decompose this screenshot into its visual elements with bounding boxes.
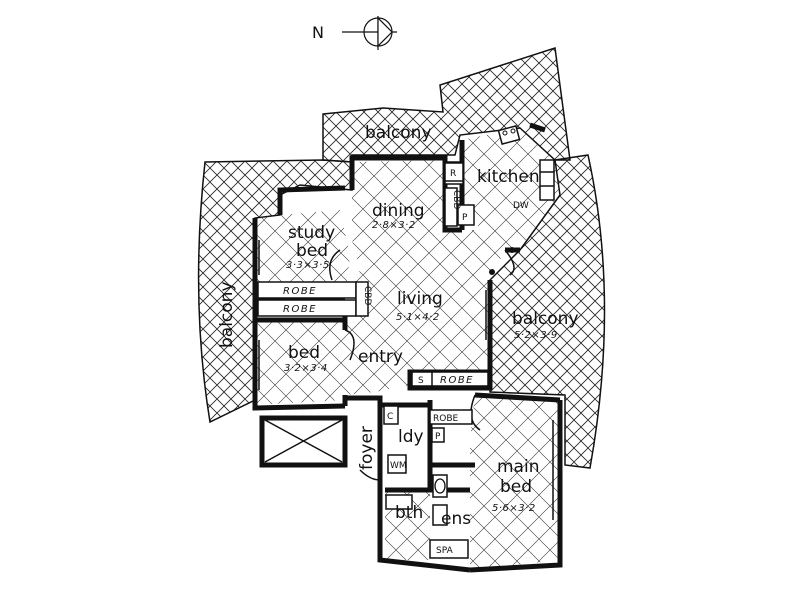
spa-box [429, 539, 469, 559]
ldy-label: ldy [398, 427, 424, 447]
cbd-study-box [355, 281, 369, 317]
balcony-right-area [489, 154, 606, 469]
robe-main-label: ROBE [433, 414, 459, 424]
wall-study [252, 185, 346, 411]
p-box-label: P [435, 432, 441, 442]
dining-label: dining [372, 201, 425, 221]
garage-cross [264, 419, 343, 463]
door-balcony [504, 249, 515, 276]
c-box-label: C [387, 412, 393, 422]
wm-label: WM [390, 461, 407, 471]
c-box [383, 405, 399, 425]
kitchen-bench-side [539, 159, 555, 201]
door-bed [344, 329, 355, 361]
cbd-left-label: CBD [451, 190, 461, 209]
p-box [431, 427, 445, 443]
dining-dims: 2·8×3·2 [372, 220, 416, 231]
ensuite-label: ens [441, 509, 471, 529]
pantry-box [457, 204, 475, 226]
cbd-study-label: CBD [362, 286, 372, 305]
study-dims: 3·3×3·5 [286, 260, 330, 271]
balcony-left-label: balcony [217, 281, 237, 348]
compass-label: N [312, 23, 324, 42]
stove-burner-1 [502, 130, 508, 136]
main-bed-dims: 5·6×3·2 [492, 503, 536, 514]
door-study [329, 249, 341, 281]
study-tiles [255, 210, 350, 300]
bed-tiles [255, 320, 345, 405]
ensuite-basin [434, 478, 446, 494]
wall-garage [259, 415, 348, 468]
robe-main-box [429, 409, 473, 425]
robe-living-label: ROBE [440, 375, 474, 386]
door-entry [359, 469, 381, 481]
bed-label: bed [288, 343, 320, 363]
living-dims: 5·1×4·2 [396, 312, 440, 323]
stove-burner-2 [510, 128, 516, 134]
robe-lower-label: ROBE [283, 304, 317, 315]
bath-label: bth [395, 503, 423, 523]
living-label: living [397, 289, 443, 309]
balcony-right-dims: 5·2×3·9 [514, 330, 558, 341]
kitchen-tiles [462, 128, 560, 250]
kitchen-label: kitchen [477, 167, 540, 187]
foyer-label: foyer [357, 426, 377, 470]
balcony-right-label: balcony [512, 309, 579, 329]
fridge-label: R [450, 169, 456, 179]
spa-label: SPA [436, 546, 454, 556]
door-pivot-1 [509, 247, 515, 253]
fridge-box [444, 162, 464, 182]
bath-bench [385, 494, 413, 510]
study-label: study [288, 223, 335, 243]
living-tiles [345, 160, 505, 395]
shower-box [432, 504, 448, 526]
main-bed-label-2: bed [500, 477, 532, 497]
bed-dims: 3·2×3·4 [284, 363, 328, 374]
dw-label: DW [513, 201, 529, 211]
north-compass [342, 16, 397, 50]
entry-label: entry [358, 347, 403, 367]
robe-living-box [411, 371, 489, 387]
wm-box [387, 454, 407, 474]
main-bed-label-1: main [497, 457, 539, 477]
study-bed-label: bed [296, 241, 328, 261]
cupboard-box [444, 187, 458, 227]
balcony-top-label: balcony [365, 123, 432, 143]
pantry-label: P [462, 213, 468, 223]
s-box-label: S [418, 376, 424, 386]
main-bed-tiles [470, 395, 560, 570]
robe-upper-label: ROBE [283, 286, 317, 297]
kitchen-stove [497, 124, 521, 146]
door-pivot-2 [489, 269, 495, 275]
wall-ldy [380, 402, 430, 493]
